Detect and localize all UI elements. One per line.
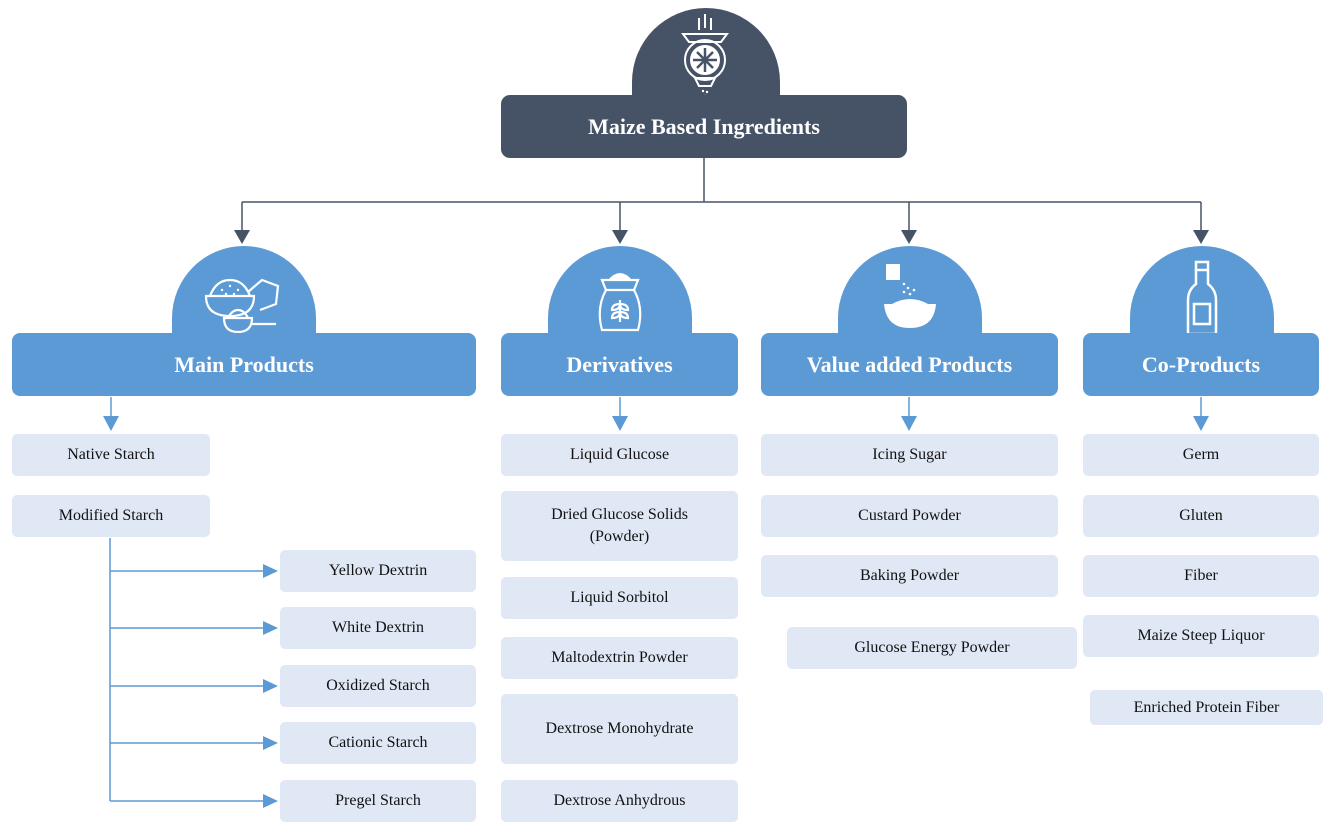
item-label: Germ [1182,446,1220,463]
root-title: Maize Based Ingredients [588,113,820,139]
item-label: Modified Starch [58,507,164,524]
list-item: Custard Powder [761,495,1058,537]
item-label: Glucose Energy Powder [854,639,1010,656]
list-item: Modified Starch [12,495,210,537]
item-label: Maltodextrin Powder [551,649,688,666]
item-label: Gluten [1179,507,1223,524]
category-co-products: Co-Products [1083,333,1319,396]
item-label: White Dextrin [332,619,424,636]
list-item: Liquid Sorbitol [501,577,738,619]
item-label: Native Starch [67,446,155,463]
list-item: Glucose Energy Powder [787,627,1077,669]
sub-list-item: Cationic Starch [280,722,476,764]
sub-list-item: White Dextrin [280,607,476,649]
maize-grinder-icon [681,14,729,100]
bottle-icon [1186,260,1218,336]
item-label: Maize Steep Liquor [1137,627,1265,644]
item-label: Cationic Starch [328,734,428,751]
list-item: Enriched Protein Fiber [1090,690,1323,725]
list-item: Germ [1083,434,1319,476]
bowls-of-powder-icon [204,278,280,334]
list-item: Maltodextrin Powder [501,637,738,679]
category-derivatives: Derivatives [501,333,738,396]
list-item: Dextrose Anhydrous [501,780,738,822]
powder-into-bowl-icon [884,264,936,328]
list-item: Dextrose Monohydrate [501,694,738,764]
list-item: Liquid Glucose [501,434,738,476]
item-label: Dextrose Monohydrate [545,720,694,737]
item-label: Icing Sugar [872,446,947,463]
item-label: Liquid Sorbitol [570,589,669,606]
category-value-added-products: Value added Products [761,333,1058,396]
item-label: Enriched Protein Fiber [1133,698,1280,716]
category-title: Derivatives [566,351,673,377]
category-title: Co-Products [1141,351,1261,377]
list-item: Gluten [1083,495,1319,537]
item-label: Pregel Starch [335,792,421,809]
item-label: Yellow Dextrin [328,562,428,579]
category-title: Main Products [174,351,314,377]
item-label: Dried Glucose Solids (Powder) [551,506,688,545]
list-item: Fiber [1083,555,1319,597]
list-item: Maize Steep Liquor [1083,615,1319,657]
list-item: Dried Glucose Solids (Powder) [501,491,738,561]
sub-list-item: Oxidized Starch [280,665,476,707]
list-item: Baking Powder [761,555,1058,597]
grain-sack-icon [598,273,642,332]
item-label: Dextrose Anhydrous [553,792,686,809]
item-label: Oxidized Starch [326,677,430,694]
category-main-products: Main Products [12,333,476,396]
root-node: Maize Based Ingredients [501,95,907,158]
sub-list-item: Pregel Starch [280,780,476,822]
sub-list-item: Yellow Dextrin [280,550,476,592]
item-label: Custard Powder [858,507,961,524]
category-title: Value added Products [806,351,1013,377]
item-label: Fiber [1184,567,1218,584]
list-item: Native Starch [12,434,210,476]
item-label: Baking Powder [859,567,960,584]
item-label: Liquid Glucose [569,446,670,463]
list-item: Icing Sugar [761,434,1058,476]
